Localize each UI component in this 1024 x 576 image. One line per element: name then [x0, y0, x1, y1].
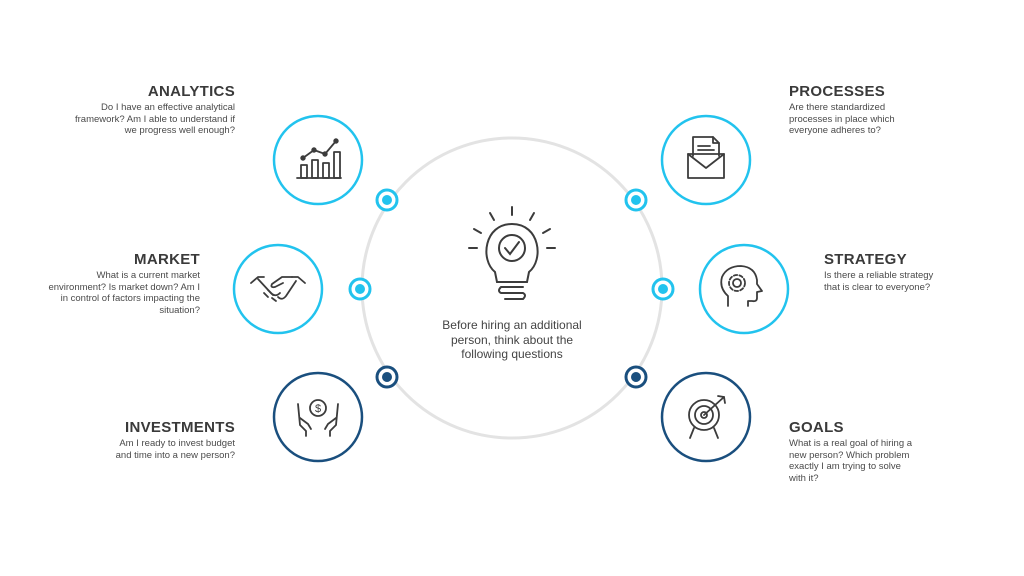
ring-dot-market	[348, 277, 372, 301]
analytics-description: Do I have an effective analytical framew…	[75, 102, 235, 136]
investments-circle	[272, 371, 364, 463]
analytics-title: ANALYTICS	[147, 83, 235, 100]
svg-text:$: $	[315, 403, 321, 415]
processes-circle	[660, 114, 752, 206]
handshake-icon	[250, 276, 306, 302]
ring-dot-analytics	[375, 188, 399, 212]
strategy-circle	[698, 243, 790, 335]
ring-dot-investments	[375, 365, 399, 389]
ring-dot-strategy	[651, 277, 675, 301]
money-hands-icon: $	[297, 399, 339, 437]
goals-description: What is a real goal of hiring a new pers…	[789, 438, 913, 484]
processes-title: PROCESSES	[789, 83, 886, 100]
bar-chart-icon	[296, 138, 342, 179]
market-circle	[232, 243, 324, 335]
target-icon	[688, 395, 726, 439]
strategy-title: STRATEGY	[824, 251, 907, 268]
ring-dot-processes	[624, 188, 648, 212]
head-gear-icon	[720, 265, 763, 307]
goals-title: GOALS	[789, 419, 844, 436]
market-title: MARKET	[134, 251, 200, 268]
investments-description: Am I ready to invest budget and time int…	[115, 438, 235, 461]
investments-title: INVESTMENTS	[125, 419, 235, 436]
ring-dot-goals	[624, 365, 648, 389]
lightbulb-icon	[468, 206, 556, 300]
document-envelope-icon	[687, 136, 725, 179]
processes-description: Are there standardized processes in plac…	[789, 102, 895, 136]
center-question-text: Before hiring an additional person, thin…	[442, 318, 582, 361]
strategy-description: Is there a reliable strategy that is cle…	[824, 270, 934, 293]
market-description: What is a current market environment? Is…	[48, 270, 200, 316]
